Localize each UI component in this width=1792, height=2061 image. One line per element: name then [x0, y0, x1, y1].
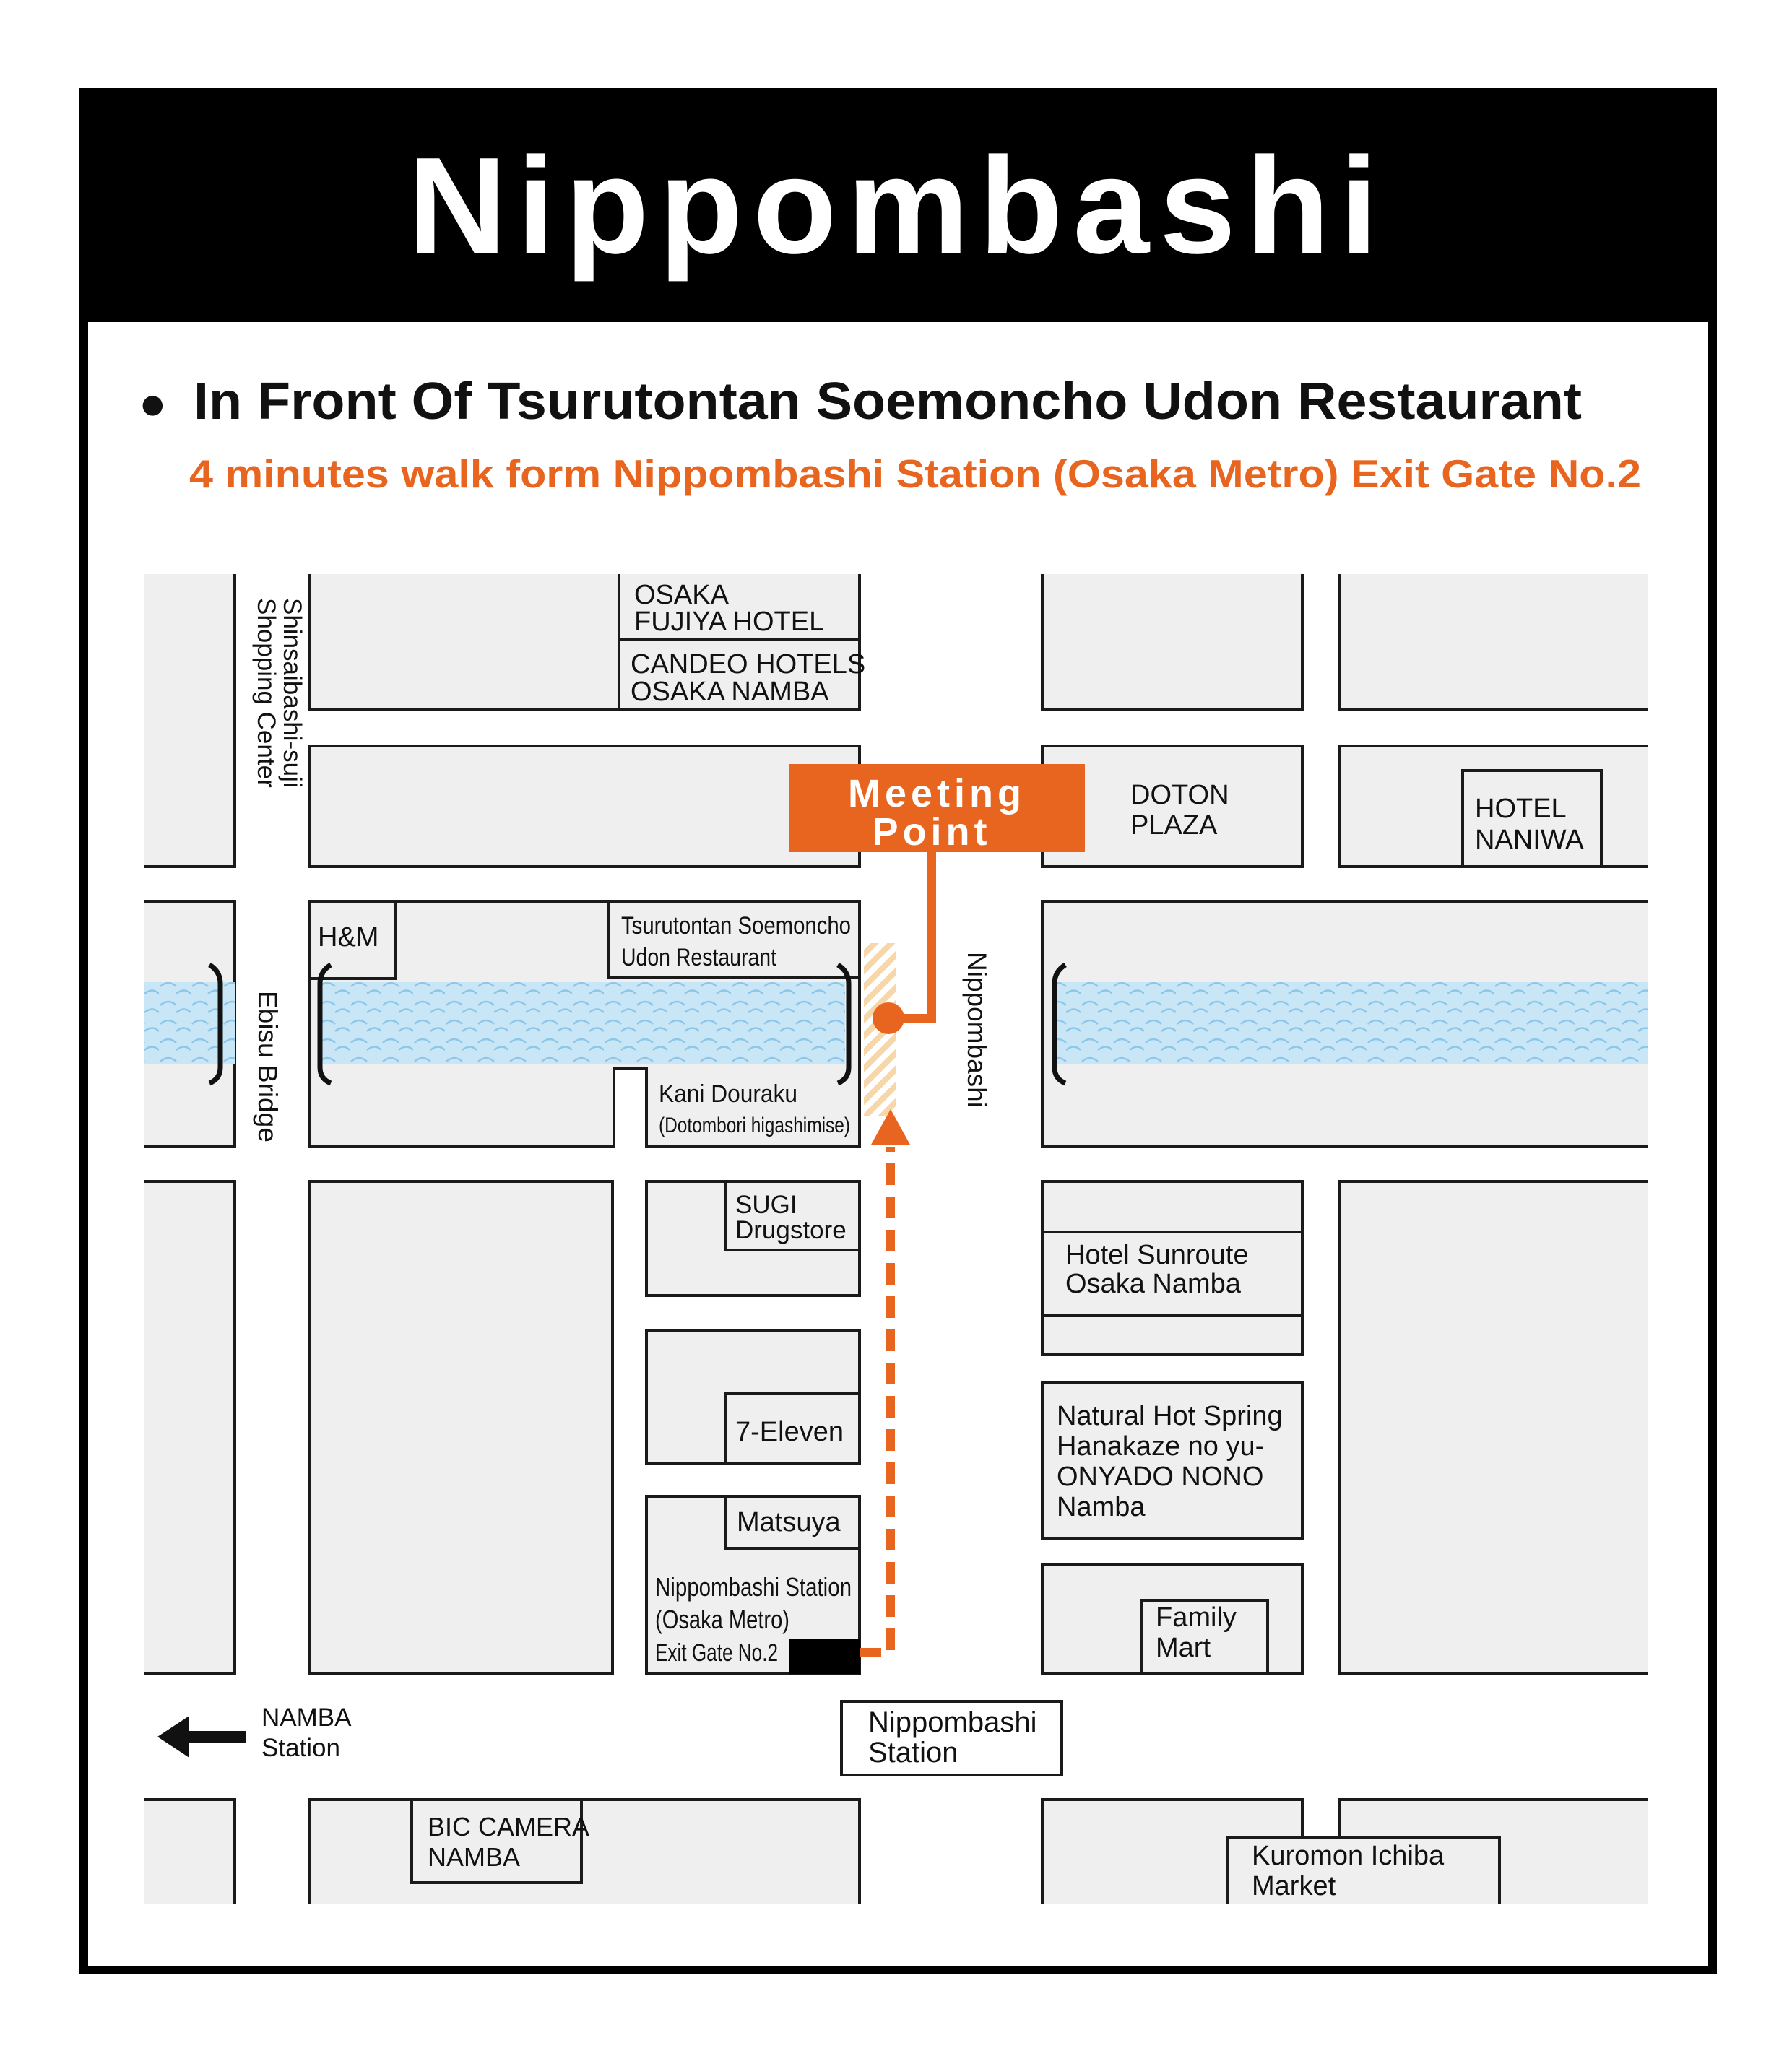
label-bic-2: NAMBA: [428, 1842, 520, 1872]
label-nippombashi-station-2: Station: [868, 1737, 958, 1769]
label-doton-1: DOTON: [1130, 780, 1229, 810]
label-hm: H&M: [318, 922, 378, 953]
label-tsurutontan-2: Udon Restaurant: [621, 944, 776, 971]
label-matsuya: Matsuya: [737, 1507, 841, 1537]
label-osaka-fujiya-1: OSAKA: [634, 580, 730, 610]
label-family-2: Mart: [1156, 1633, 1211, 1663]
label-hotspring-2: Hanakaze no yu-: [1057, 1431, 1264, 1462]
nippombashi-station-box: [840, 1700, 1063, 1776]
label-kuromon-1: Kuromon Ichiba: [1252, 1841, 1445, 1871]
label-sunroute-1: Hotel Sunroute: [1065, 1240, 1249, 1270]
label-osaka-fujiya-2: FUJIYA HOTEL: [634, 607, 824, 637]
label-seven-eleven: 7-Eleven: [735, 1417, 844, 1447]
meeting-point-label-line1: Meeting: [848, 772, 1026, 815]
label-bic-1: BIC CAMERA: [428, 1812, 589, 1841]
map-area: Meeting Point Shinsaibashi-suji Shopping…: [144, 574, 1648, 1904]
label-nippombashi-station-1: Nippombashi: [868, 1706, 1036, 1738]
location-bullet: ●: [139, 377, 167, 429]
meeting-point-pin-icon: [873, 1002, 904, 1034]
label-kuromon-2: Market: [1252, 1871, 1336, 1901]
label-family-1: Family: [1156, 1602, 1237, 1633]
label-namba-1: NAMBA: [261, 1704, 352, 1732]
street-nippombashi: Nippombashi: [962, 952, 992, 1108]
label-doton-2: PLAZA: [1130, 810, 1218, 841]
label-naniwa-1: HOTEL: [1475, 794, 1567, 824]
location-name: In Front Of Tsurutontan Soemoncho Udon R…: [194, 373, 1582, 430]
label-hotspring-3: ONYADO NONO: [1057, 1462, 1263, 1492]
header-band: [84, 92, 1713, 322]
label-candeo-2: OSAKA NAMBA: [631, 677, 829, 707]
label-kani-2: (Dotombori higashimise): [659, 1114, 850, 1137]
meeting-point-box: [789, 764, 1085, 852]
label-station-exit-3: Exit Gate No.2: [655, 1639, 778, 1667]
label-candeo-1: CANDEO HOTELS: [631, 649, 865, 680]
label-tsurutontan-1: Tsurutontan Soemoncho: [621, 912, 851, 940]
street-shinsaibashi-line1: Shinsaibashi-suji: [278, 598, 306, 788]
label-hotspring-1: Natural Hot Spring: [1057, 1401, 1283, 1431]
label-kani-1: Kani Douraku: [659, 1080, 797, 1108]
label-naniwa-2: NANIWA: [1475, 825, 1584, 855]
meeting-point-label-line2: Point: [873, 810, 992, 854]
label-hotspring-4: Namba: [1057, 1492, 1146, 1522]
label-sugi-1: SUGI: [735, 1191, 797, 1219]
location-directions: 4 minutes walk form Nippombashi Station …: [189, 451, 1641, 496]
label-namba-2: Station: [261, 1734, 340, 1762]
label-sugi-2: Drugstore: [735, 1216, 847, 1244]
page-title: Nippombashi: [407, 129, 1388, 282]
street-ebisu-bridge: Ebisu Bridge: [253, 991, 282, 1142]
namba-arrow-icon: [157, 1716, 246, 1758]
label-station-exit-1: Nippombashi Station: [655, 1572, 852, 1602]
street-shinsaibashi-line2: Shopping Center: [252, 598, 280, 788]
label-station-exit-2: (Osaka Metro): [655, 1605, 789, 1634]
route-arrowhead-icon: [871, 1109, 910, 1145]
label-sunroute-2: Osaka Namba: [1065, 1269, 1242, 1299]
walking-route: [860, 1147, 895, 1657]
